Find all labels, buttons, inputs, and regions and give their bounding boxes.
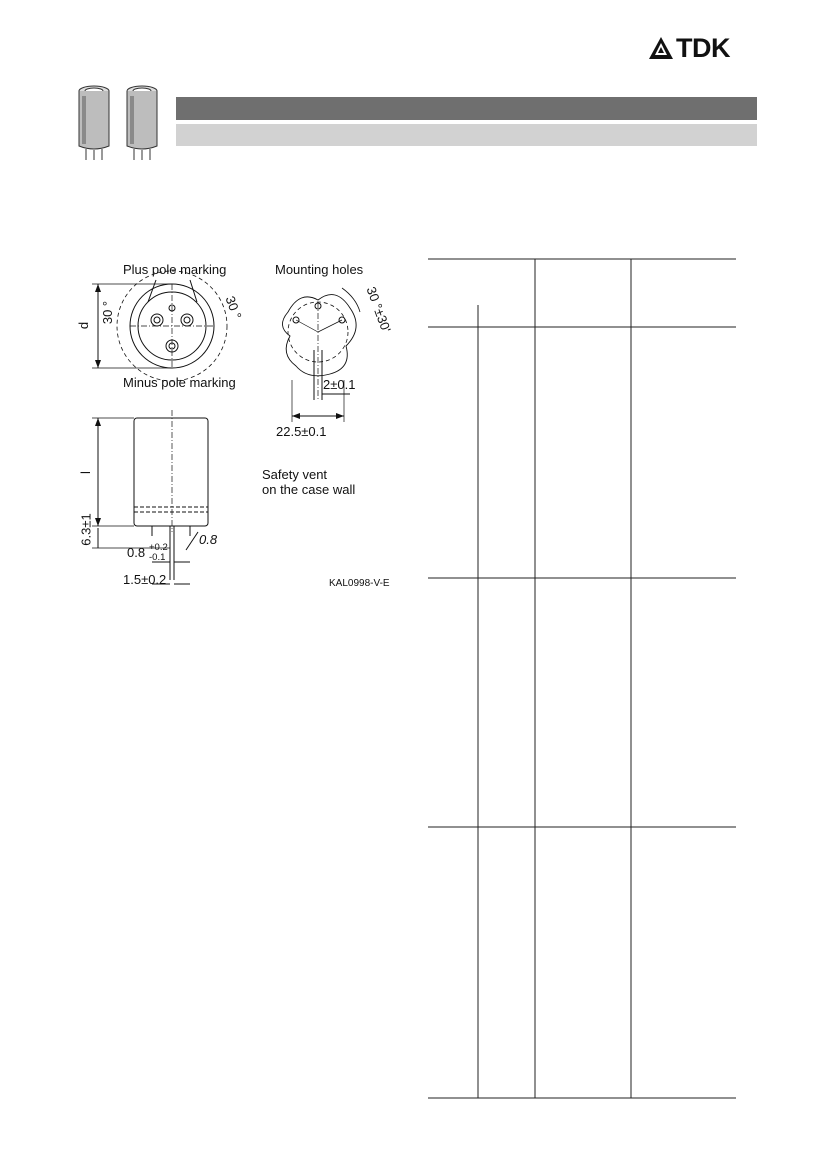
dim-l-label: l bbox=[77, 471, 93, 474]
drawing-code: KAL0998-V-E bbox=[329, 578, 390, 589]
dimensional-drawing bbox=[92, 270, 361, 585]
dim-pin-tol-plus: +0.2 bbox=[149, 542, 168, 553]
brand-name: TDK bbox=[676, 33, 731, 63]
dim-pin-angle-label: 0.8 bbox=[199, 532, 218, 547]
dim-pin-width-label: 0.8 bbox=[127, 545, 146, 560]
mounting-holes-label: Mounting holes bbox=[275, 262, 364, 277]
dim-hole-gap-label: 2±0.1 bbox=[323, 377, 356, 392]
subtitle-band bbox=[176, 124, 757, 146]
dim-d-label: d bbox=[76, 321, 92, 330]
minus-pole-label: Minus pole marking bbox=[123, 375, 236, 390]
dim-pin-tol-minus: -0.1 bbox=[149, 552, 166, 563]
dim-hole-spacing-label: 22.5±0.1 bbox=[276, 424, 327, 439]
tdk-logo-icon bbox=[649, 37, 673, 59]
dim-pin-length-label: 6.3±1 bbox=[78, 513, 94, 546]
capacitor-product-icon bbox=[78, 85, 158, 160]
title-band bbox=[176, 97, 757, 120]
dim-pin-pitch-label: 1.5±0.2 bbox=[123, 572, 167, 587]
safety-vent-line2: on the case wall bbox=[262, 482, 356, 497]
plus-pole-label: Plus pole marking bbox=[123, 262, 227, 277]
data-table-grid bbox=[428, 258, 736, 1099]
angle-left-label: 30 ° bbox=[100, 300, 116, 325]
safety-vent-line1: Safety vent bbox=[262, 467, 328, 482]
